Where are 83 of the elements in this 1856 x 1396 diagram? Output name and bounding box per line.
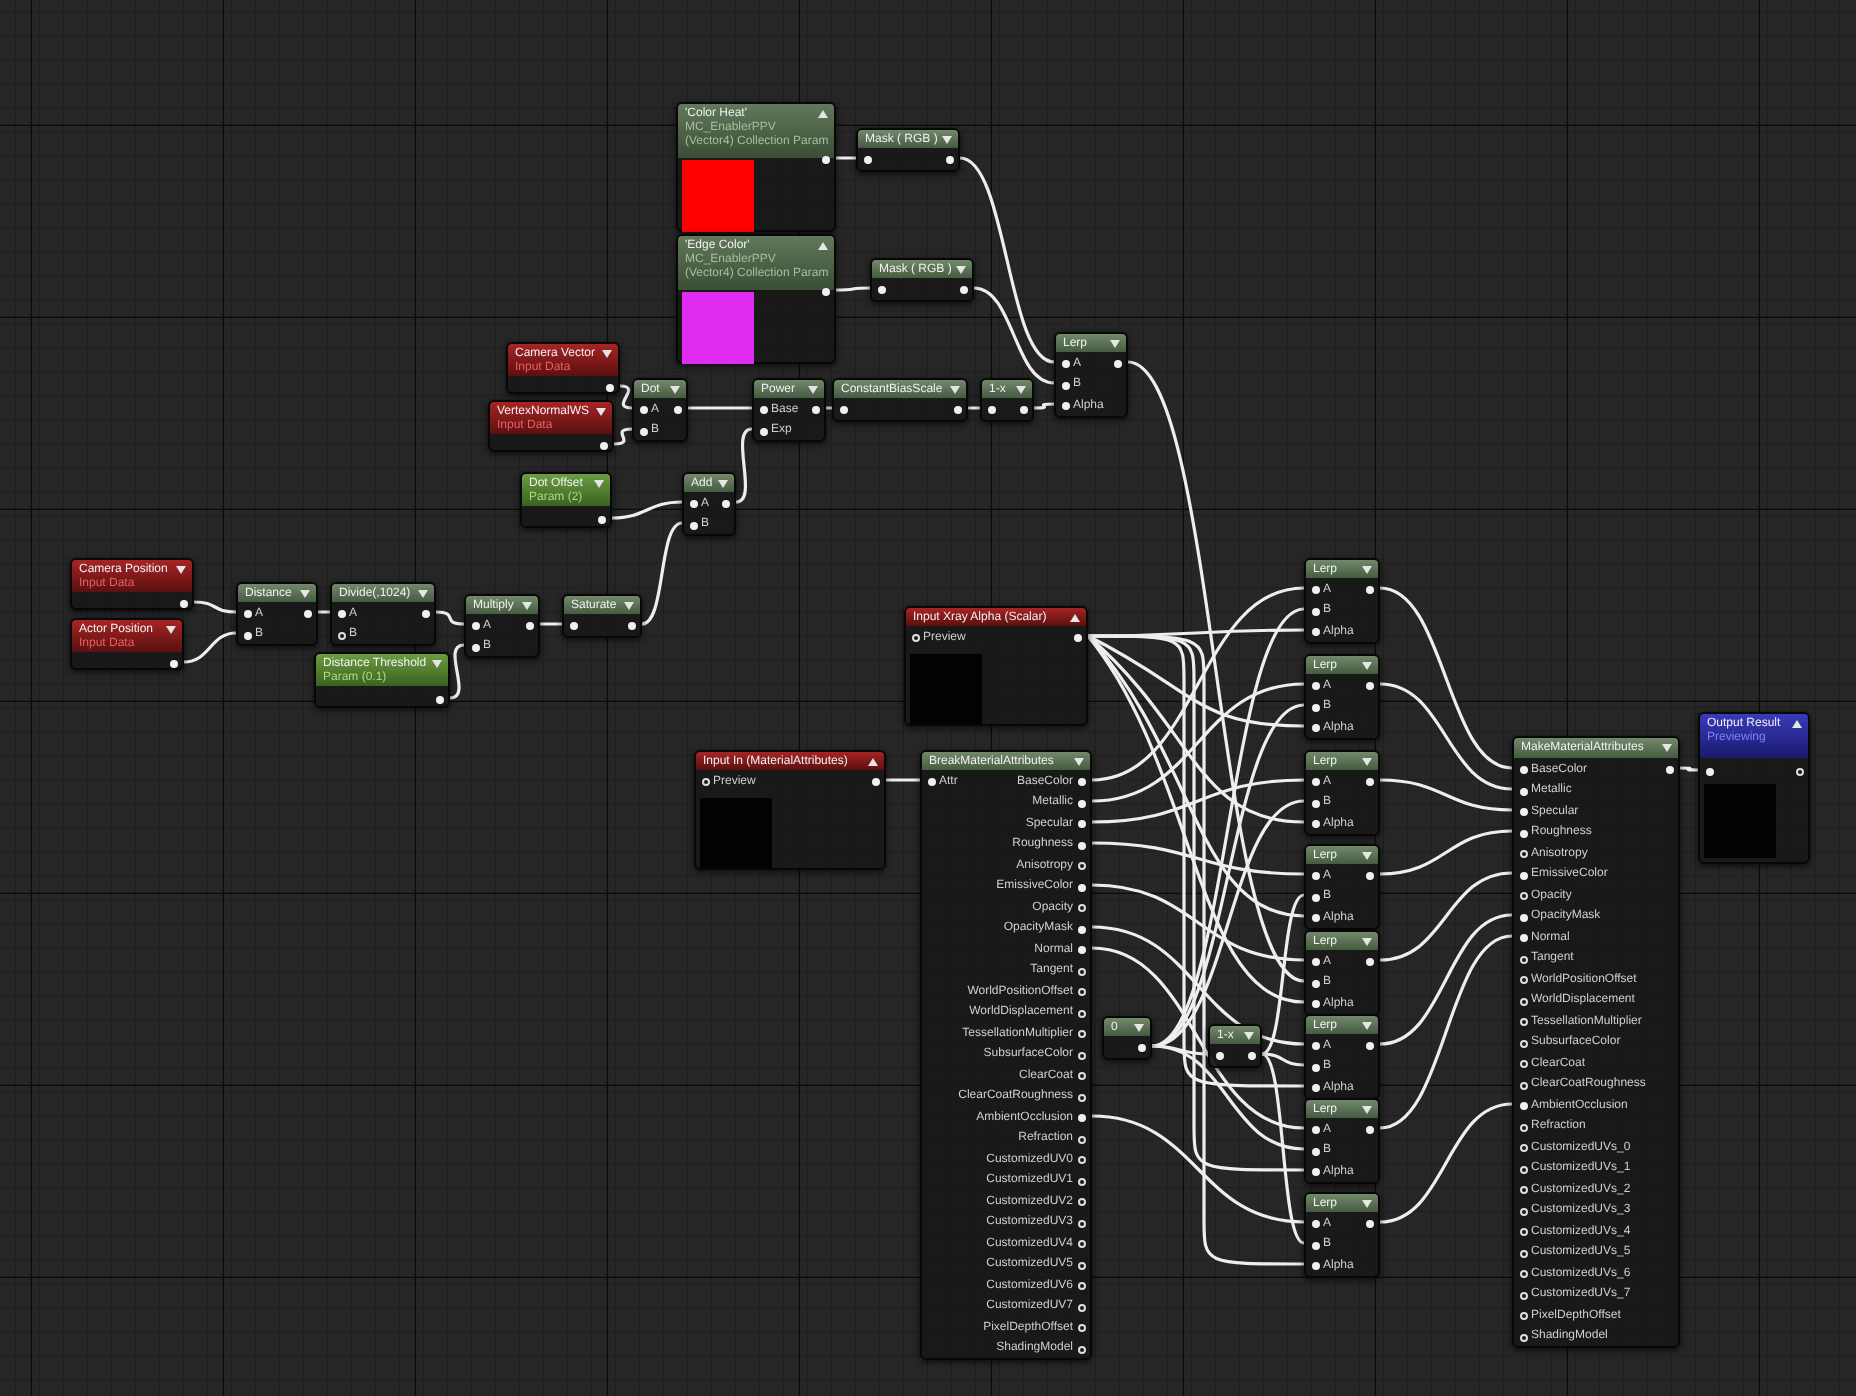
material-node (676, 102, 836, 232)
wire (1680, 766, 1698, 772)
wire (1379, 586, 1513, 770)
wire (435, 610, 465, 626)
material-node (676, 234, 836, 364)
wire (1087, 634, 1305, 728)
wire (611, 500, 683, 520)
wire (1033, 402, 1055, 410)
wire (641, 521, 683, 626)
wire (735, 427, 753, 504)
wire (1091, 586, 1305, 782)
wire (1261, 893, 1305, 1056)
wire (1379, 871, 1513, 962)
wire (973, 286, 1055, 385)
material-node (1304, 1098, 1380, 1183)
material-node (1304, 750, 1380, 835)
material-node (70, 558, 194, 610)
wire (619, 384, 633, 410)
wire (1151, 1044, 1209, 1056)
wire (824, 406, 834, 410)
material-node (1054, 332, 1128, 417)
wire (449, 643, 465, 700)
material-node (1512, 736, 1680, 1348)
material-node (314, 652, 450, 708)
material-node (904, 606, 1088, 726)
wire (183, 631, 237, 664)
material-node (832, 378, 968, 421)
wire (318, 610, 330, 614)
wire (1091, 925, 1305, 1046)
wire (1091, 682, 1305, 803)
wire (1261, 1052, 1305, 1067)
material-node (1304, 654, 1380, 739)
material-node (1304, 1192, 1380, 1277)
wire (1091, 883, 1305, 962)
material-node (870, 258, 974, 301)
wire (193, 600, 237, 614)
material-node (1698, 712, 1810, 864)
wire (1379, 778, 1513, 812)
wire (1151, 799, 1305, 1048)
material-node (464, 594, 540, 658)
wire (1151, 607, 1305, 1048)
wire (1086, 635, 1305, 918)
material-node (682, 472, 736, 536)
material-node (856, 128, 960, 171)
material-node (1208, 1024, 1262, 1067)
wire (1091, 946, 1305, 1130)
wire (1379, 682, 1513, 791)
wire (1379, 1102, 1513, 1224)
material-node (1102, 1016, 1152, 1059)
wire (688, 406, 752, 410)
material-node (980, 378, 1034, 421)
material-node (752, 378, 826, 442)
wire (1127, 360, 1305, 983)
material-node (1304, 844, 1380, 929)
material-node (70, 618, 184, 670)
material-node (1304, 1014, 1380, 1099)
wire (968, 406, 980, 410)
wire (959, 156, 1055, 364)
wire (836, 156, 856, 160)
material-node (920, 750, 1092, 1360)
wire (1379, 913, 1513, 1046)
material-node (1304, 558, 1380, 643)
material-node (506, 342, 620, 394)
material-node (520, 472, 612, 528)
wire (1379, 934, 1513, 1130)
wire (1091, 1114, 1305, 1224)
material-node (488, 400, 614, 452)
material-node (1304, 930, 1380, 1015)
material-node (694, 750, 886, 870)
wire (1091, 778, 1305, 824)
material-node (632, 378, 688, 442)
wire (836, 286, 870, 292)
material-node (562, 594, 642, 637)
wire (1091, 841, 1305, 876)
wire (540, 622, 562, 626)
material-node (330, 582, 436, 646)
wire (1261, 1052, 1305, 1245)
wire (1086, 635, 1305, 1004)
wire (886, 778, 920, 782)
material-node (236, 582, 318, 646)
wire (613, 427, 633, 446)
wire (1379, 829, 1513, 876)
wire (1088, 628, 1304, 638)
